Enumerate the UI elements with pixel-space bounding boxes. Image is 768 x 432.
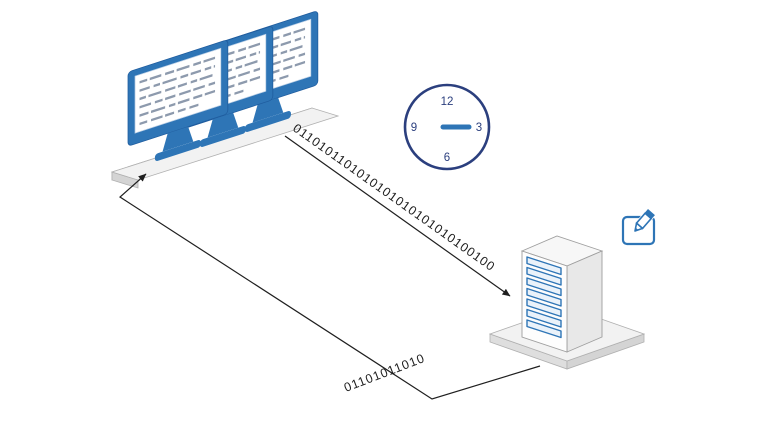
- clock-number-6: 6: [444, 152, 450, 164]
- server-right-face: [566, 250, 603, 353]
- clock-number-12: 12: [441, 96, 454, 108]
- response-arrow: 01101011010: [119, 173, 541, 400]
- server-bay: [526, 266, 562, 286]
- server: [520, 235, 604, 353]
- server-bay: [526, 287, 562, 307]
- response-arrow-line: [119, 173, 541, 400]
- response-binary-label: 01101011010: [342, 351, 427, 395]
- request-arrow-line: [284, 135, 511, 297]
- server-bay: [526, 277, 562, 297]
- server-bay: [526, 256, 562, 276]
- edit-icon: [621, 207, 657, 246]
- clock-icon: 12 3 6 9: [403, 83, 491, 171]
- clock-number-3: 3: [476, 122, 482, 134]
- server-bay: [526, 319, 562, 339]
- clock-number-9: 9: [411, 122, 417, 134]
- server-bay: [526, 298, 562, 318]
- server-bay: [526, 308, 562, 328]
- pencil-icon: [634, 207, 657, 232]
